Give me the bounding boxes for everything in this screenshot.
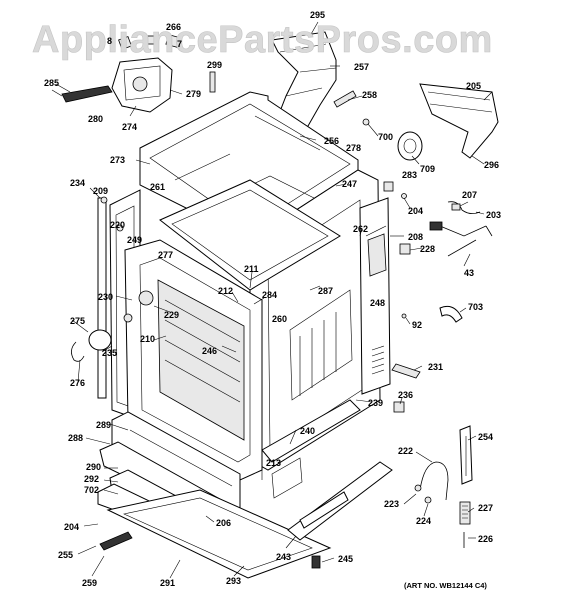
callout-290: 290 (86, 462, 101, 472)
callout-220: 220 (110, 220, 125, 230)
callout-226: 226 (478, 534, 493, 544)
callout-262: 262 (353, 224, 368, 234)
callout-247: 247 (342, 179, 357, 189)
callout-208: 208 (408, 232, 423, 242)
pin-299 (209, 71, 216, 93)
callout-295: 295 (310, 10, 325, 20)
callout-283: 283 (402, 170, 417, 180)
callout-257: 257 (354, 62, 369, 72)
callout-240: 240 (300, 426, 315, 436)
callout-213: 213 (266, 458, 281, 468)
callout-275: 275 (70, 316, 85, 326)
callout-254: 254 (478, 432, 493, 442)
callout-239: 239 (368, 398, 383, 408)
callout-203: 203 (486, 210, 501, 220)
callout-8: 8 (107, 36, 112, 46)
callout-289: 289 (96, 420, 111, 430)
callout-207: 207 (462, 190, 477, 200)
callout-296: 296 (484, 160, 499, 170)
parts-drawing (51, 21, 499, 579)
callout-235: 235 (102, 348, 117, 358)
left-side-parts (97, 196, 124, 399)
callout-261: 261 (150, 182, 165, 192)
callout-276: 276 (70, 378, 85, 388)
callout-236: 236 (398, 390, 413, 400)
callout-222: 222 (398, 446, 413, 456)
callout-209: 209 (93, 186, 108, 196)
callout-231: 231 (428, 362, 443, 372)
callout-266: 266 (166, 22, 181, 32)
watermark: AppliancePartsPros.com (32, 19, 493, 61)
callout-204: 204 (408, 206, 423, 216)
callout-228: 228 (420, 244, 435, 254)
callout-279: 279 (186, 89, 201, 99)
broiler-drawer (99, 489, 332, 579)
callout-210: 210 (140, 334, 155, 344)
top-panel (139, 91, 359, 241)
callout-230: 230 (98, 292, 113, 302)
callout-285: 285 (44, 78, 59, 88)
callout-278: 278 (346, 143, 361, 153)
callout-229: 229 (164, 310, 179, 320)
igniter-parts (71, 290, 154, 362)
callout-274: 274 (122, 122, 137, 132)
callout-292: 292 (84, 474, 99, 484)
callout-291: 291 (160, 578, 175, 588)
callout-211: 211 (244, 264, 259, 274)
callout-702: 702 (84, 485, 99, 495)
callout-204-lower: 204 (64, 522, 79, 532)
callout-700: 700 (378, 132, 393, 142)
callout-284: 284 (262, 290, 277, 300)
right-lower-parts (311, 425, 473, 569)
leader-lines (55, 21, 493, 579)
callout-703: 703 (468, 302, 483, 312)
callout-206: 206 (216, 518, 231, 528)
callout-259: 259 (82, 578, 97, 588)
callout-234: 234 (70, 178, 85, 188)
callout-248: 248 (370, 298, 385, 308)
callout-709: 709 (420, 164, 435, 174)
callout-280: 280 (88, 114, 103, 124)
callout-273: 273 (110, 155, 125, 165)
valve-assembly (51, 57, 173, 113)
callout-205: 205 (466, 81, 481, 91)
callout-43: 43 (464, 268, 474, 278)
callout-260: 260 (272, 314, 287, 324)
callout-labels: 295 266 8 7 257 299 285 279 280 274 258 … (44, 10, 501, 588)
callout-249: 249 (127, 235, 142, 245)
callout-224: 224 (416, 516, 431, 526)
callout-223: 223 (384, 499, 399, 509)
callout-288: 288 (68, 433, 83, 443)
callout-293: 293 (226, 576, 241, 586)
callout-255: 255 (58, 550, 73, 560)
callout-256: 256 (324, 136, 339, 146)
callout-287: 287 (318, 286, 333, 296)
callout-245: 245 (338, 554, 353, 564)
callout-92: 92 (412, 320, 422, 330)
oven-cabinet (109, 169, 381, 481)
art-number: (ART NO. WB12144 C4) (404, 581, 487, 590)
bottom-trim (261, 399, 393, 541)
right-small-parts (333, 83, 499, 413)
callout-227: 227 (478, 503, 493, 513)
callout-7: 7 (177, 39, 182, 49)
small-clips (118, 34, 181, 50)
right-side-panel (359, 197, 391, 395)
callout-212: 212 (218, 286, 233, 296)
callout-299: 299 (207, 60, 222, 70)
callout-258: 258 (362, 90, 377, 100)
callout-277: 277 (158, 250, 173, 260)
callout-243: 243 (276, 552, 291, 562)
callout-246: 246 (202, 346, 217, 356)
